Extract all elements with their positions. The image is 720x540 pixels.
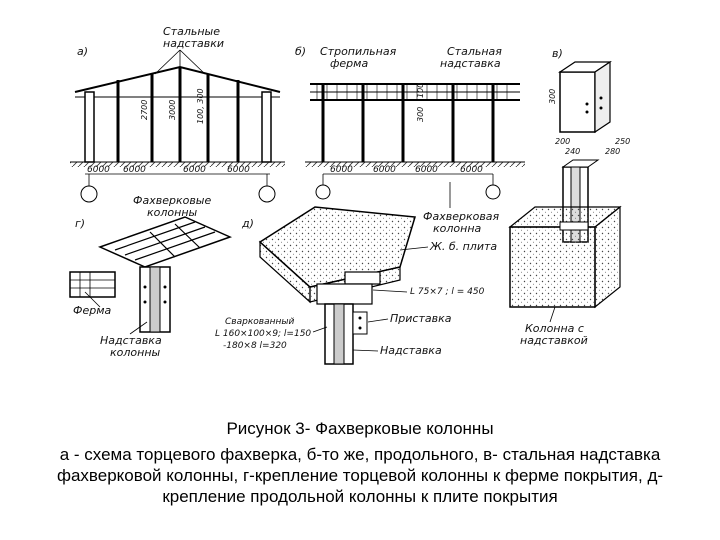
dim-300-v: 300	[548, 89, 557, 104]
truss-label: Ферма	[73, 304, 112, 317]
rafter-truss-line1: Стропильная	[320, 45, 397, 58]
technical-drawing: а) Стальные надставки 2700 3000 100, 300…	[69, 25, 630, 365]
panel-v-label: в)	[552, 47, 563, 60]
panel-a-label: а)	[77, 45, 88, 58]
panel-g-label: г)	[75, 217, 85, 230]
fachwerk-columns-line1: Фахверковые	[133, 194, 211, 207]
dim-2700: 2700	[140, 100, 149, 120]
dim-b-1: 6000	[330, 165, 353, 175]
caption-description: а - схема торцевого фахверка, б-то же, п…	[56, 445, 664, 506]
col-ext-line2: колонны	[110, 346, 161, 359]
steel-extension-b-line2: надставка	[440, 57, 501, 70]
figure-caption: Рисунок 3- Фахверковые колонны а - схема…	[20, 418, 700, 507]
welded-angle-line1: Сваркованный	[225, 317, 294, 327]
rc-slab-label: Ж. б. плита	[429, 240, 497, 253]
steel-extensions-label-line2: надставки	[163, 37, 224, 50]
dim-100-300: 100, 300	[196, 88, 205, 124]
fachwerk-column-line2: колонна	[433, 222, 482, 235]
steel-extension-b-line1: Стальная	[447, 45, 502, 58]
dim-b-3: 6000	[415, 165, 438, 175]
dim-250: 250	[615, 137, 630, 146]
col-with-ext-line1: Колонна с	[525, 322, 584, 335]
panel-a: а) Стальные надставки 2700 3000 100, 300…	[70, 25, 285, 219]
dim-280: 280	[605, 147, 620, 156]
dim-200: 200	[555, 137, 570, 146]
panel-v: в) 300 200 240 250 280 Колонна с надстав…	[508, 47, 630, 347]
dim-a-3: 6000	[183, 165, 206, 175]
welded-angle-line2: L 160×100×9; l=150	[215, 329, 311, 339]
welded-angle-line3: -180×8 l=320	[223, 341, 287, 351]
dim-100: 100	[416, 83, 425, 98]
panel-g: г) Ферма Надставка колонны	[69, 216, 233, 359]
panel-b: б) Стропильная ферма Стальная надставка …	[295, 45, 525, 235]
dim-300-b: 300	[416, 107, 425, 122]
steel-extensions-label-line1: Стальные	[163, 25, 220, 38]
fachwerk-columns-line2: колонны	[147, 206, 198, 219]
angle-top-label: L 75×7 ; l = 450	[410, 287, 485, 297]
dim-a-1: 6000	[87, 165, 110, 175]
panel-b-label: б)	[295, 45, 306, 58]
panel-d-label: д)	[241, 217, 254, 230]
col-ext-line1: Надставка	[100, 334, 162, 347]
panel-d: д) Ж. б. плита L 75×7 ; l = 450 Сваркова…	[215, 206, 497, 365]
col-with-ext-line2: надставкой	[520, 334, 588, 347]
caption-title: Рисунок 3- Фахверковые колонны	[226, 419, 494, 438]
dim-240: 240	[565, 147, 580, 156]
dim-3000: 3000	[168, 100, 177, 120]
dim-b-2: 6000	[373, 165, 396, 175]
extension-label: Надставка	[380, 344, 442, 357]
dim-a-4: 6000	[227, 165, 250, 175]
gable-roof	[74, 65, 281, 93]
weld-on-label: Приставка	[390, 312, 452, 325]
dim-b-4: 6000	[460, 165, 483, 175]
dim-a-2: 6000	[123, 165, 146, 175]
rafter-truss-line2: ферма	[330, 57, 368, 70]
fachwerk-column-line1: Фахверковая	[423, 210, 500, 223]
